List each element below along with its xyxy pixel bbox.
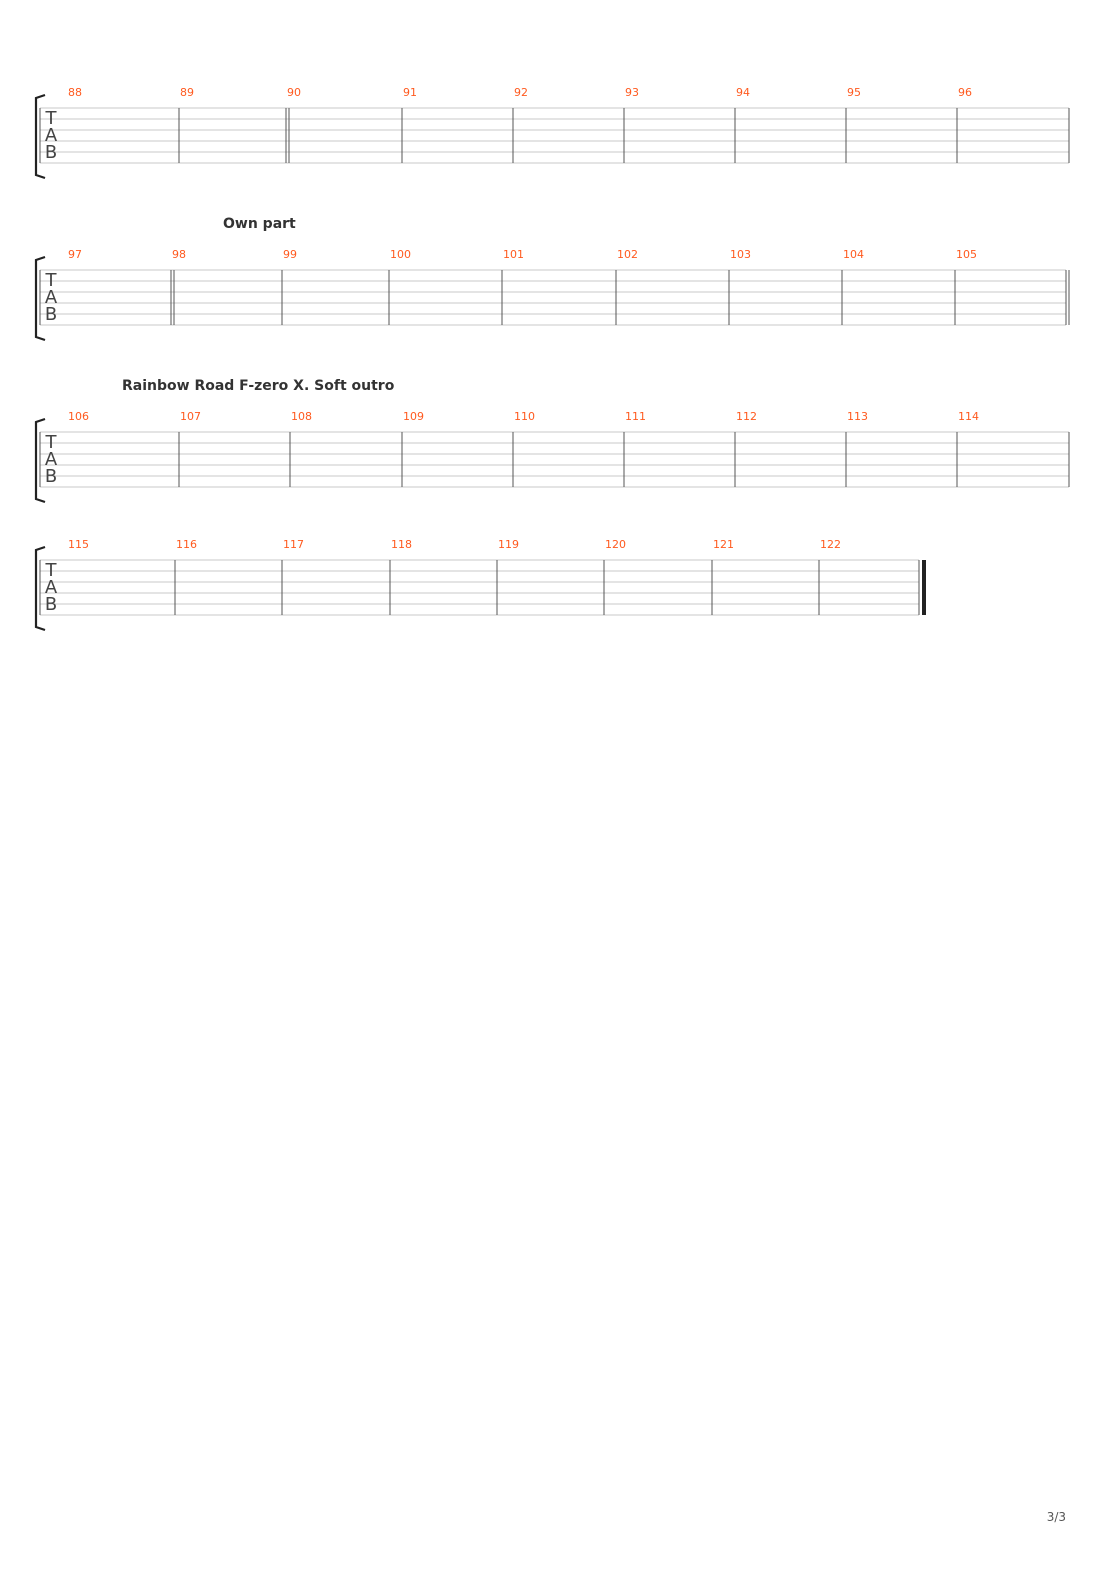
bar-number: 115 xyxy=(68,538,89,551)
tab-clef-letter: B xyxy=(45,594,57,615)
bar-number: 116 xyxy=(176,538,197,551)
bar-number: 100 xyxy=(390,248,411,261)
tab-clef-letter: A xyxy=(45,287,58,308)
bar-number: 92 xyxy=(514,86,528,99)
bar-number: 117 xyxy=(283,538,304,551)
bar-number: 91 xyxy=(403,86,417,99)
section-label-rainbow-road: Rainbow Road F-zero X. Soft outro xyxy=(122,378,395,394)
bar-number: 114 xyxy=(958,410,979,423)
tab-clef-letter: B xyxy=(45,142,57,163)
bar-number: 110 xyxy=(514,410,535,423)
bar-number: 97 xyxy=(68,248,82,261)
tab-clef-letter: A xyxy=(45,449,58,470)
bar-number: 122 xyxy=(820,538,841,551)
bar-number: 89 xyxy=(180,86,194,99)
bar-number: 118 xyxy=(391,538,412,551)
tab-clef-letter: T xyxy=(45,108,58,129)
system-bracket xyxy=(34,545,46,632)
system-bracket xyxy=(34,93,46,180)
bar-number: 88 xyxy=(68,86,82,99)
staff-svg: TAB 115 116 117 118 119 120 121 122 xyxy=(34,538,926,632)
tab-clef-letter: B xyxy=(45,304,57,325)
tab-clef-letter: A xyxy=(45,125,58,146)
bar-number: 104 xyxy=(843,248,864,261)
bar-number: 106 xyxy=(68,410,89,423)
bar-number: 121 xyxy=(713,538,734,551)
tab-clef-letter: T xyxy=(45,270,58,291)
bar-number: 96 xyxy=(958,86,972,99)
staff-svg: TAB 97 98 99 100 101 102 103 104 105 xyxy=(34,248,1070,342)
bar-number: 113 xyxy=(847,410,868,423)
bar-number: 101 xyxy=(503,248,524,261)
bar-number: 105 xyxy=(956,248,977,261)
system-bracket xyxy=(34,417,46,504)
bar-number: 119 xyxy=(498,538,519,551)
page-number: 3/3 xyxy=(1046,1510,1066,1524)
bar-number: 109 xyxy=(403,410,424,423)
bar-number: 108 xyxy=(291,410,312,423)
bar-number: 102 xyxy=(617,248,638,261)
bar-number: 98 xyxy=(172,248,186,261)
section-label-own-part: Own part xyxy=(223,216,296,232)
tab-clef-letter: A xyxy=(45,577,58,598)
barline-final-thick xyxy=(922,560,926,615)
system-bracket xyxy=(34,255,46,342)
bar-number: 112 xyxy=(736,410,757,423)
bar-number: 90 xyxy=(287,86,301,99)
staff-svg: TAB 106 107 108 109 110 111 112 113 114 xyxy=(34,410,1070,504)
bar-number: 99 xyxy=(283,248,297,261)
bar-number: 120 xyxy=(605,538,626,551)
staff-svg: TAB 88 89 90 91 92 93 94 95 96 xyxy=(34,86,1070,180)
bar-number: 94 xyxy=(736,86,750,99)
bar-number: 93 xyxy=(625,86,639,99)
bar-number: 95 xyxy=(847,86,861,99)
bar-number: 107 xyxy=(180,410,201,423)
tab-clef-letter: B xyxy=(45,466,57,487)
tab-clef-letter: T xyxy=(45,560,58,581)
bar-number: 111 xyxy=(625,410,646,423)
tab-clef-letter: T xyxy=(45,432,58,453)
bar-number: 103 xyxy=(730,248,751,261)
